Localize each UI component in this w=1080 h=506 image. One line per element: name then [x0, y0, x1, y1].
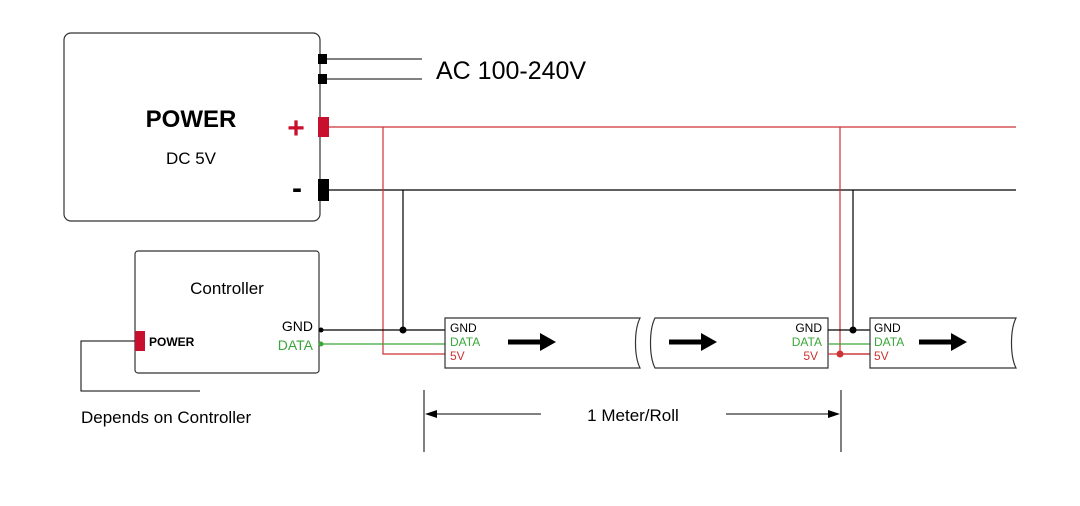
controller-data-label: DATA	[278, 337, 314, 353]
strip-1-5v-label: 5V	[450, 349, 465, 363]
strip-segment-2	[649, 317, 829, 369]
strip-3-direction-arrow-head	[951, 333, 967, 351]
controller-note: Depends on Controller	[81, 408, 251, 427]
strip-3-5v-label: 5V	[874, 349, 889, 363]
strip-3-data-label: DATA	[874, 335, 904, 349]
ground-junction-right	[849, 326, 857, 334]
strip-2-direction-arrow-head	[701, 333, 717, 351]
controller-title: Controller	[190, 279, 264, 298]
controller-power-port	[135, 331, 145, 351]
controller-box	[134, 250, 320, 374]
strip-2-data-label: DATA	[792, 335, 822, 349]
strip-3-gnd-label: GND	[874, 321, 901, 335]
controller-gnd-label: GND	[282, 318, 313, 334]
power-supply-title: POWER	[146, 106, 237, 133]
strip-2-5v-label: 5V	[803, 349, 818, 363]
controller-gnd-dot	[318, 327, 324, 333]
controller-power-lead	[80, 340, 200, 392]
controller-power-label: POWER	[149, 335, 195, 349]
strip-1-direction-arrow-head	[540, 333, 556, 351]
controller-data-dot	[318, 341, 324, 347]
minus-label: -	[292, 172, 302, 205]
positive-terminal	[318, 117, 329, 137]
ac-terminal-2	[318, 74, 327, 84]
positive-drop-right	[839, 127, 870, 355]
dimension-label: 1 Meter/Roll	[587, 406, 679, 425]
positive-drop-left	[382, 127, 445, 355]
dimension-arrowhead-right	[828, 410, 840, 418]
strip-2-gnd-label: GND	[795, 321, 822, 335]
strip-1-gnd-label: GND	[450, 321, 477, 335]
ground-junction-left	[399, 326, 407, 334]
plus-label: +	[287, 112, 305, 145]
power-supply-subtitle: DC 5V	[166, 149, 217, 168]
negative-terminal	[318, 179, 329, 201]
ac-label: AC 100-240V	[436, 57, 586, 85]
dimension-arrowhead-left	[425, 410, 437, 418]
ac-terminal-1	[318, 54, 327, 64]
strip-1-data-label: DATA	[450, 335, 480, 349]
positive-junction-right	[836, 350, 844, 358]
